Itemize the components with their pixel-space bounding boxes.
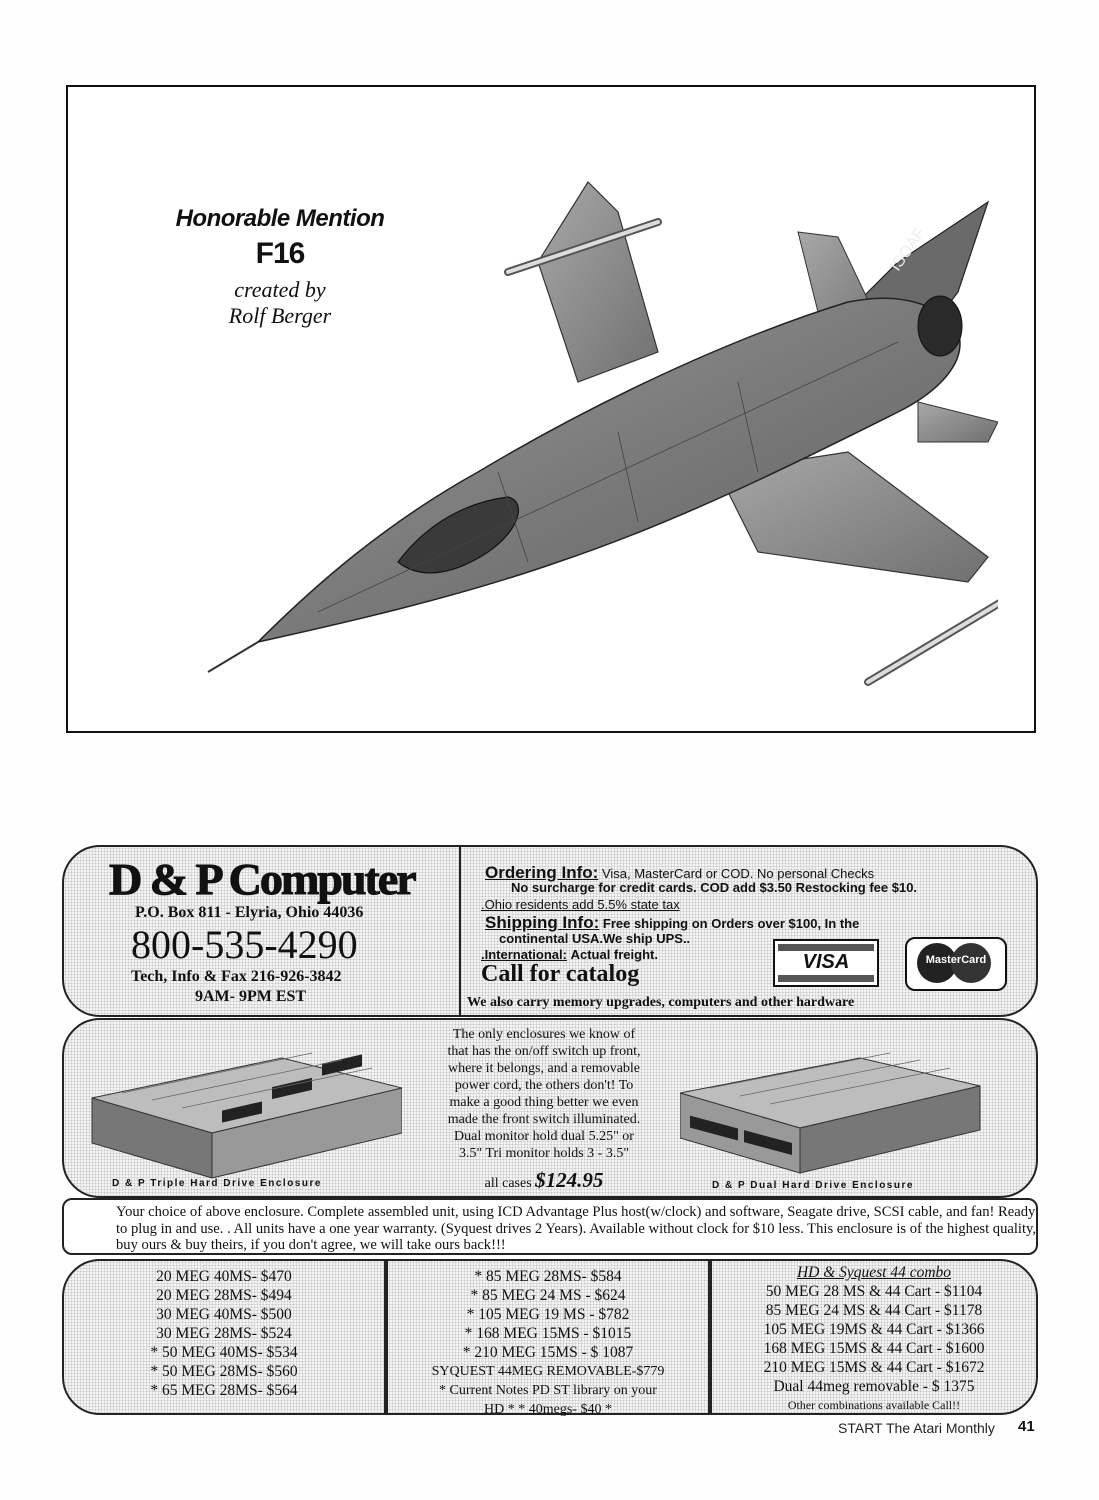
visa-label: VISA [802, 951, 850, 973]
price-item: 50 MEG 28 MS & 44 Cart - $1104 [765, 1283, 983, 1300]
price-item: * 105 MEG 19 MS - $782 [466, 1306, 630, 1323]
price-item: * 168 MEG 15MS - $1015 [464, 1325, 632, 1342]
dual-enclosure-caption: D & P Dual Hard Drive Enclosure [712, 1180, 914, 1191]
missile-lower [864, 599, 998, 686]
description-line: made the front switch illuminated. [447, 1112, 641, 1127]
price-item: 105 MEG 19MS & 44 Cart - $1366 [763, 1321, 985, 1338]
ordering-info-header: Ordering Info: [485, 863, 599, 882]
warranty-text: Your choice of above enclosure. Complete… [116, 1204, 1037, 1254]
combo-title: HD & Syquest 44 combo [796, 1264, 952, 1281]
stabilizer-lower [917, 401, 998, 443]
international-header: .International: [481, 947, 567, 962]
description-line: The only enclosures we know of [452, 1027, 636, 1042]
page-number: 41 [1018, 1418, 1035, 1435]
price-item: * 50 MEG 40MS- $534 [150, 1344, 298, 1361]
price-item: 210 MEG 15MS & 44 Cart - $1672 [763, 1359, 985, 1376]
shipping-info-text: Free shipping on Orders over $100, In th… [602, 916, 860, 931]
price-list-combos: HD & Syquest 44 combo 50 MEG 28 MS & 44 … [710, 1259, 1038, 1415]
visa-logo: VISA [773, 939, 879, 987]
enclosure-description: The only enclosures we know of that has … [424, 1026, 664, 1162]
triple-enclosure-caption: D & P Triple Hard Drive Enclosure [112, 1178, 322, 1189]
address: P.O. Box 811 - Elyria, Ohio 44036 [135, 904, 364, 921]
contact-panel: D & P Computer P.O. Box 811 - Elyria, Oh… [65, 848, 460, 1014]
price-item: HD * * 40megs- $40 * [484, 1402, 612, 1417]
publication-footer: START The Atari Monthly [838, 1420, 995, 1436]
call-for-catalog: Call for catalog [481, 961, 640, 987]
description-line: power cord, the others don't! To [454, 1078, 634, 1093]
description-line: that has the on/off switch up front, [447, 1044, 641, 1059]
price-item: * 85 MEG 24 MS - $624 [470, 1287, 626, 1304]
price-list-hard-drives: 20 MEG 40MS- $470 20 MEG 28MS- $494 30 M… [62, 1259, 386, 1415]
caption-author: Rolf Berger [228, 303, 332, 328]
business-hours: 9AM- 9PM EST [195, 988, 307, 1005]
ordering-info-text: Visa, MasterCard or COD. No personal Che… [601, 866, 875, 881]
f16-jet-illustration: ISOAF [207, 181, 998, 686]
price-prefix: all cases [484, 1176, 532, 1191]
price-item: * 85 MEG 28MS- $584 [474, 1268, 622, 1285]
fax-number: Tech, Info & Fax 216-926-3842 [131, 968, 342, 985]
mastercard-label: MasterCard [925, 954, 987, 966]
price-item: 30 MEG 40MS- $500 [156, 1306, 292, 1323]
price-item: * 210 MEG 15MS - $ 1087 [462, 1344, 634, 1361]
price-item: * 50 MEG 28MS- $560 [150, 1363, 298, 1380]
description-line: Dual monitor hold dual 5.25" or [454, 1129, 634, 1144]
price-item: * Current Notes PD ST library on your [439, 1383, 657, 1398]
engine-nozzle [917, 295, 963, 357]
price-list-large-drives: * 85 MEG 28MS- $584 * 85 MEG 24 MS - $62… [386, 1259, 710, 1417]
lower-wing [717, 451, 989, 583]
price-item: 30 MEG 28MS- $524 [156, 1325, 292, 1342]
description-line: make a good thing better we even [449, 1095, 639, 1110]
artwork-frame: Honorable Mention F16 created by Rolf Be… [66, 85, 1036, 733]
surcharge-line: No surcharge for credit cards. COD add $… [511, 880, 918, 895]
price-value: $124.95 [535, 1168, 604, 1192]
tax-line: .Ohio residents add 5.5% state tax [481, 897, 680, 912]
phone-number[interactable]: 800-535-4290 [131, 922, 358, 967]
price-item: SYQUEST 44MEG REMOVABLE-$779 [431, 1364, 665, 1379]
price-item: 168 MEG 15MS & 44 Cart - $1600 [763, 1340, 985, 1357]
description-line: where it belongs, and a removable [447, 1061, 641, 1076]
description-line: 3.5" Tri monitor holds 3 - 3.5" [458, 1146, 630, 1161]
warranty-box: Your choice of above enclosure. Complete… [62, 1198, 1038, 1255]
enclosure-price: all cases $124.95 [424, 1168, 664, 1193]
enclosures-box: D & P Triple Hard Drive Enclosure D & P … [62, 1018, 1038, 1198]
dual-drive-enclosure-image [680, 1052, 981, 1174]
price-item: 20 MEG 28MS- $494 [156, 1287, 292, 1304]
memory-upgrades-line: We also carry memory upgrades, computers… [467, 995, 855, 1010]
upper-wing [537, 181, 659, 383]
international-text: Actual freight. [570, 947, 658, 962]
shipping-info-line: Shipping Info: Free shipping on Orders o… [485, 913, 859, 933]
shipping-line2: continental USA.We ship UPS.. [499, 931, 691, 946]
caption-created-by: created by [234, 277, 326, 302]
mastercard-logo: MasterCard [905, 937, 1007, 991]
price-item: 85 MEG 24 MS & 44 Cart - $1178 [765, 1302, 983, 1319]
missile-upper [504, 218, 662, 276]
international-line: .International: Actual freight. [481, 947, 658, 962]
combo-note: Other combinations available Call!! [787, 1398, 961, 1412]
ordering-info-panel: Ordering Info: Visa, MasterCard or COD. … [459, 847, 1038, 1015]
price-item: 20 MEG 40MS- $470 [156, 1268, 292, 1285]
caption-title: F16 [255, 237, 306, 270]
ad-header-box: D & P Computer P.O. Box 811 - Elyria, Oh… [62, 845, 1038, 1017]
shipping-info-header: Shipping Info: [485, 913, 600, 932]
ordering-info-line: Ordering Info: Visa, MasterCard or COD. … [485, 863, 874, 883]
triple-drive-enclosure-image [91, 1052, 402, 1179]
price-item: Dual 44meg removable - $ 1375 [773, 1378, 975, 1395]
brand-logo: D & P Computer [108, 855, 417, 905]
price-item: * 65 MEG 28MS- $564 [150, 1382, 298, 1399]
caption-award: Honorable Mention [175, 205, 385, 232]
canopy [397, 496, 519, 574]
